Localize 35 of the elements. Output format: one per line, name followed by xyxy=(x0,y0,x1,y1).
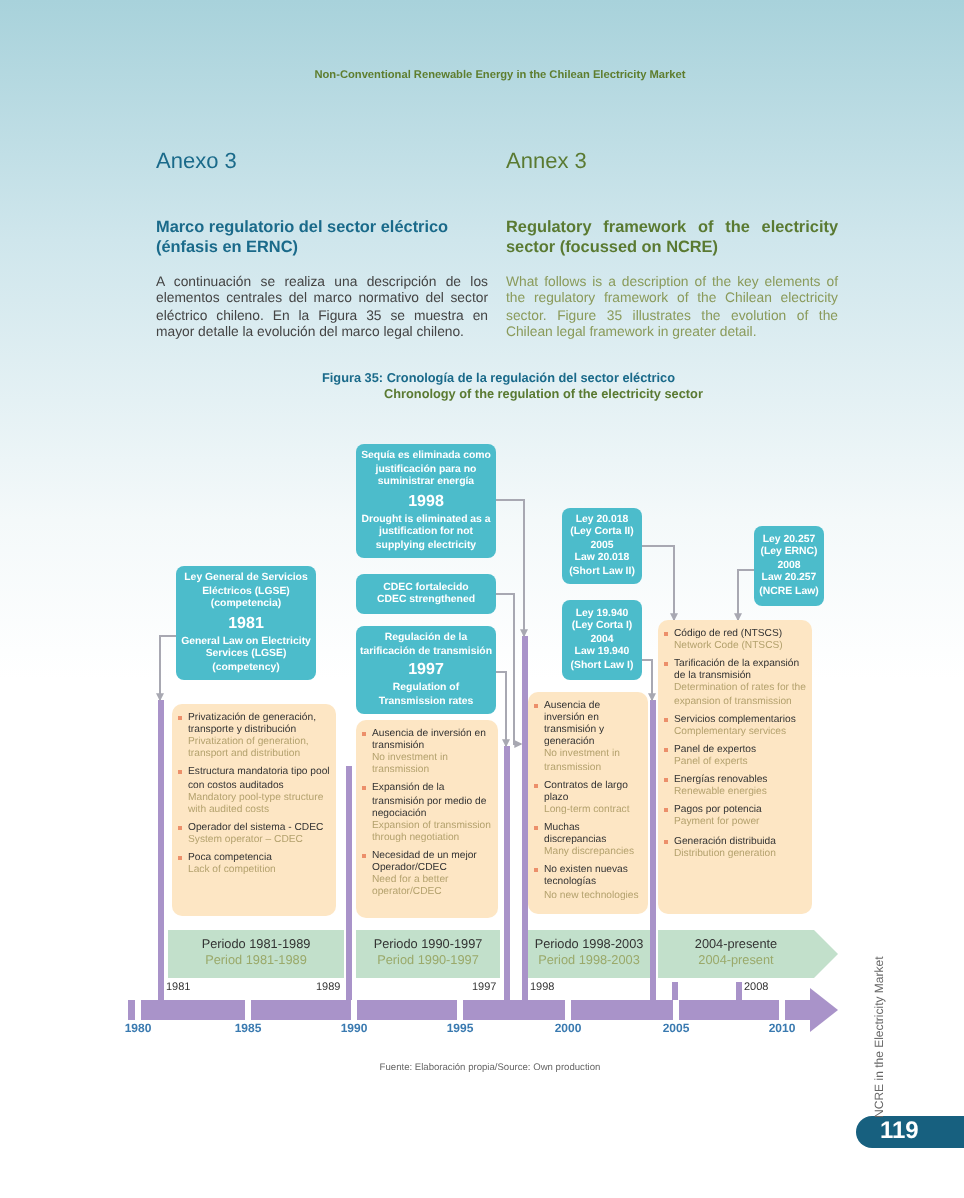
connector-arrow xyxy=(641,659,656,702)
period-arrow xyxy=(658,930,838,978)
issues-panel xyxy=(356,720,498,918)
connector-arrow xyxy=(495,499,528,638)
subsection-heading: Marco regulatorio del sector eléctrico (énfasis en ERNC) xyxy=(156,218,451,259)
year-marker-line xyxy=(521,636,527,1000)
law-box xyxy=(356,574,496,614)
period-box xyxy=(168,930,344,978)
law-box xyxy=(562,508,642,584)
law-box xyxy=(754,526,824,606)
subsection-heading: Regulatory framework of the electricity sector (focussed on NCRE) xyxy=(506,218,838,259)
issues-panel xyxy=(528,692,648,914)
law-box xyxy=(562,600,642,680)
page-number: 119 xyxy=(880,1116,919,1145)
connector-arrow xyxy=(641,545,678,622)
year-marker-line xyxy=(346,766,352,1000)
year-marker-line xyxy=(649,700,655,1000)
section-heading: Annex 3 xyxy=(506,150,589,177)
law-box xyxy=(356,444,496,558)
year-label: 1981 xyxy=(226,613,266,633)
issues-panel xyxy=(172,704,336,916)
law-box xyxy=(356,626,496,714)
period-box xyxy=(528,930,650,978)
issues-panel xyxy=(658,620,812,914)
year-marker-line xyxy=(157,700,163,1000)
year-label: 1997 xyxy=(406,660,446,680)
connector-arrow xyxy=(734,569,755,622)
connector-arrow xyxy=(495,593,523,748)
connector-arrow xyxy=(495,671,510,748)
connector-arrow xyxy=(156,635,177,702)
law-box xyxy=(176,566,316,680)
section-heading: Anexo 3 xyxy=(156,150,239,177)
period-box xyxy=(356,930,500,978)
year-label: 1998 xyxy=(406,491,446,511)
year-marker-line xyxy=(503,746,509,1000)
